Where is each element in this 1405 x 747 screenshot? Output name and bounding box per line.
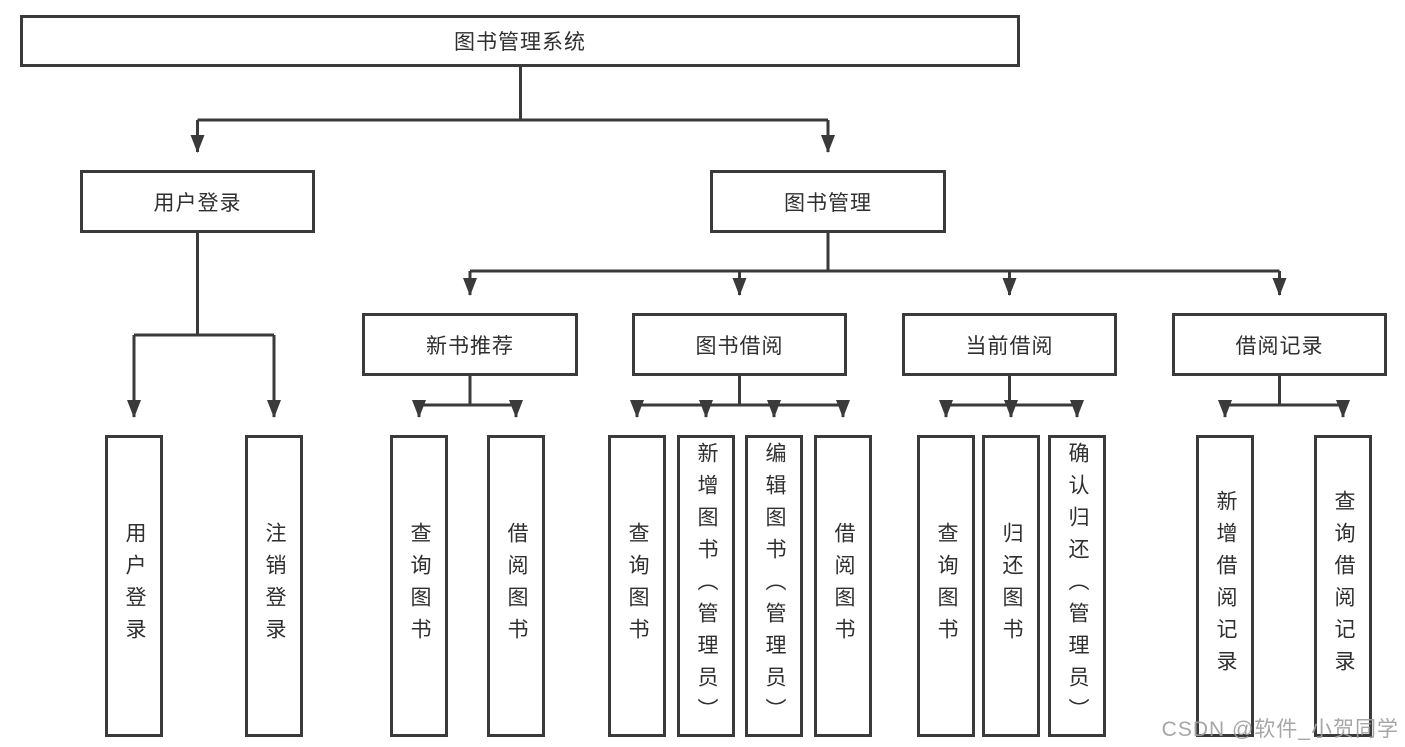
leaf-label: 归还图书 (1000, 522, 1023, 650)
node-label: 用户登录 (153, 191, 242, 215)
node-book-management: 图书管理 (710, 170, 946, 233)
leaf-label: 借阅图书 (505, 522, 528, 650)
leaf-logout: 注销登录 (245, 435, 303, 737)
leaf-borrow-books-recommend: 借阅图书 (487, 435, 545, 737)
node-book-borrowing: 图书借阅 (632, 313, 847, 376)
leaf-label: 查询图书 (935, 522, 958, 650)
leaf-query-books-recommend: 查询图书 (390, 435, 448, 737)
connector-book-borrowing-branch (630, 376, 850, 418)
leaf-label: 查询图书 (408, 522, 431, 650)
leaf-label: 确认归还（管理员） (1066, 442, 1089, 730)
node-label: 图书管理系统 (454, 31, 586, 54)
connector-new-book-branch (412, 376, 523, 418)
leaf-confirm-return-admin: 确认归还（管理员） (1048, 435, 1106, 737)
leaf-add-borrow-record: 新增借阅记录 (1196, 435, 1254, 737)
leaf-label: 查询借阅记录 (1332, 490, 1355, 682)
leaf-borrow-books: 借阅图书 (814, 435, 872, 737)
node-label: 新书推荐 (426, 334, 514, 358)
node-label: 当前借阅 (965, 334, 1054, 358)
leaf-user-login: 用户登录 (105, 435, 163, 737)
leaf-label: 新增图书（管理员） (695, 442, 718, 730)
leaf-label: 编辑图书（管理员） (763, 442, 786, 730)
leaf-label: 新增借阅记录 (1214, 490, 1237, 682)
connector-current-borrowing-branch (939, 376, 1084, 418)
leaf-query-books-current: 查询图书 (917, 435, 975, 737)
leaf-edit-books-admin: 编辑图书（管理员） (745, 435, 803, 737)
leaf-label: 注销登录 (263, 522, 286, 650)
leaf-label: 用户登录 (123, 522, 146, 650)
connector-borrowing-records-branch (1218, 376, 1350, 418)
node-root-system: 图书管理系统 (20, 15, 1020, 67)
leaf-query-books-borrowing: 查询图书 (608, 435, 666, 737)
node-label: 图书管理 (784, 191, 872, 215)
node-user-login: 用户登录 (80, 170, 315, 233)
connector-book-management-branch (463, 233, 1287, 296)
node-borrowing-records: 借阅记录 (1172, 313, 1387, 376)
connector-root-branch (190, 66, 835, 153)
leaf-query-borrow-record: 查询借阅记录 (1314, 435, 1372, 737)
node-label: 借阅记录 (1235, 334, 1324, 358)
connector-user-login-branch (127, 233, 281, 418)
node-label: 图书借阅 (695, 334, 784, 358)
leaf-return-books: 归还图书 (982, 435, 1040, 737)
leaf-label: 借阅图书 (832, 522, 855, 650)
leaf-label: 查询图书 (626, 522, 649, 650)
node-new-book-recommend: 新书推荐 (362, 313, 578, 376)
leaf-add-books-admin: 新增图书（管理员） (677, 435, 735, 737)
node-current-borrowing: 当前借阅 (902, 313, 1117, 376)
